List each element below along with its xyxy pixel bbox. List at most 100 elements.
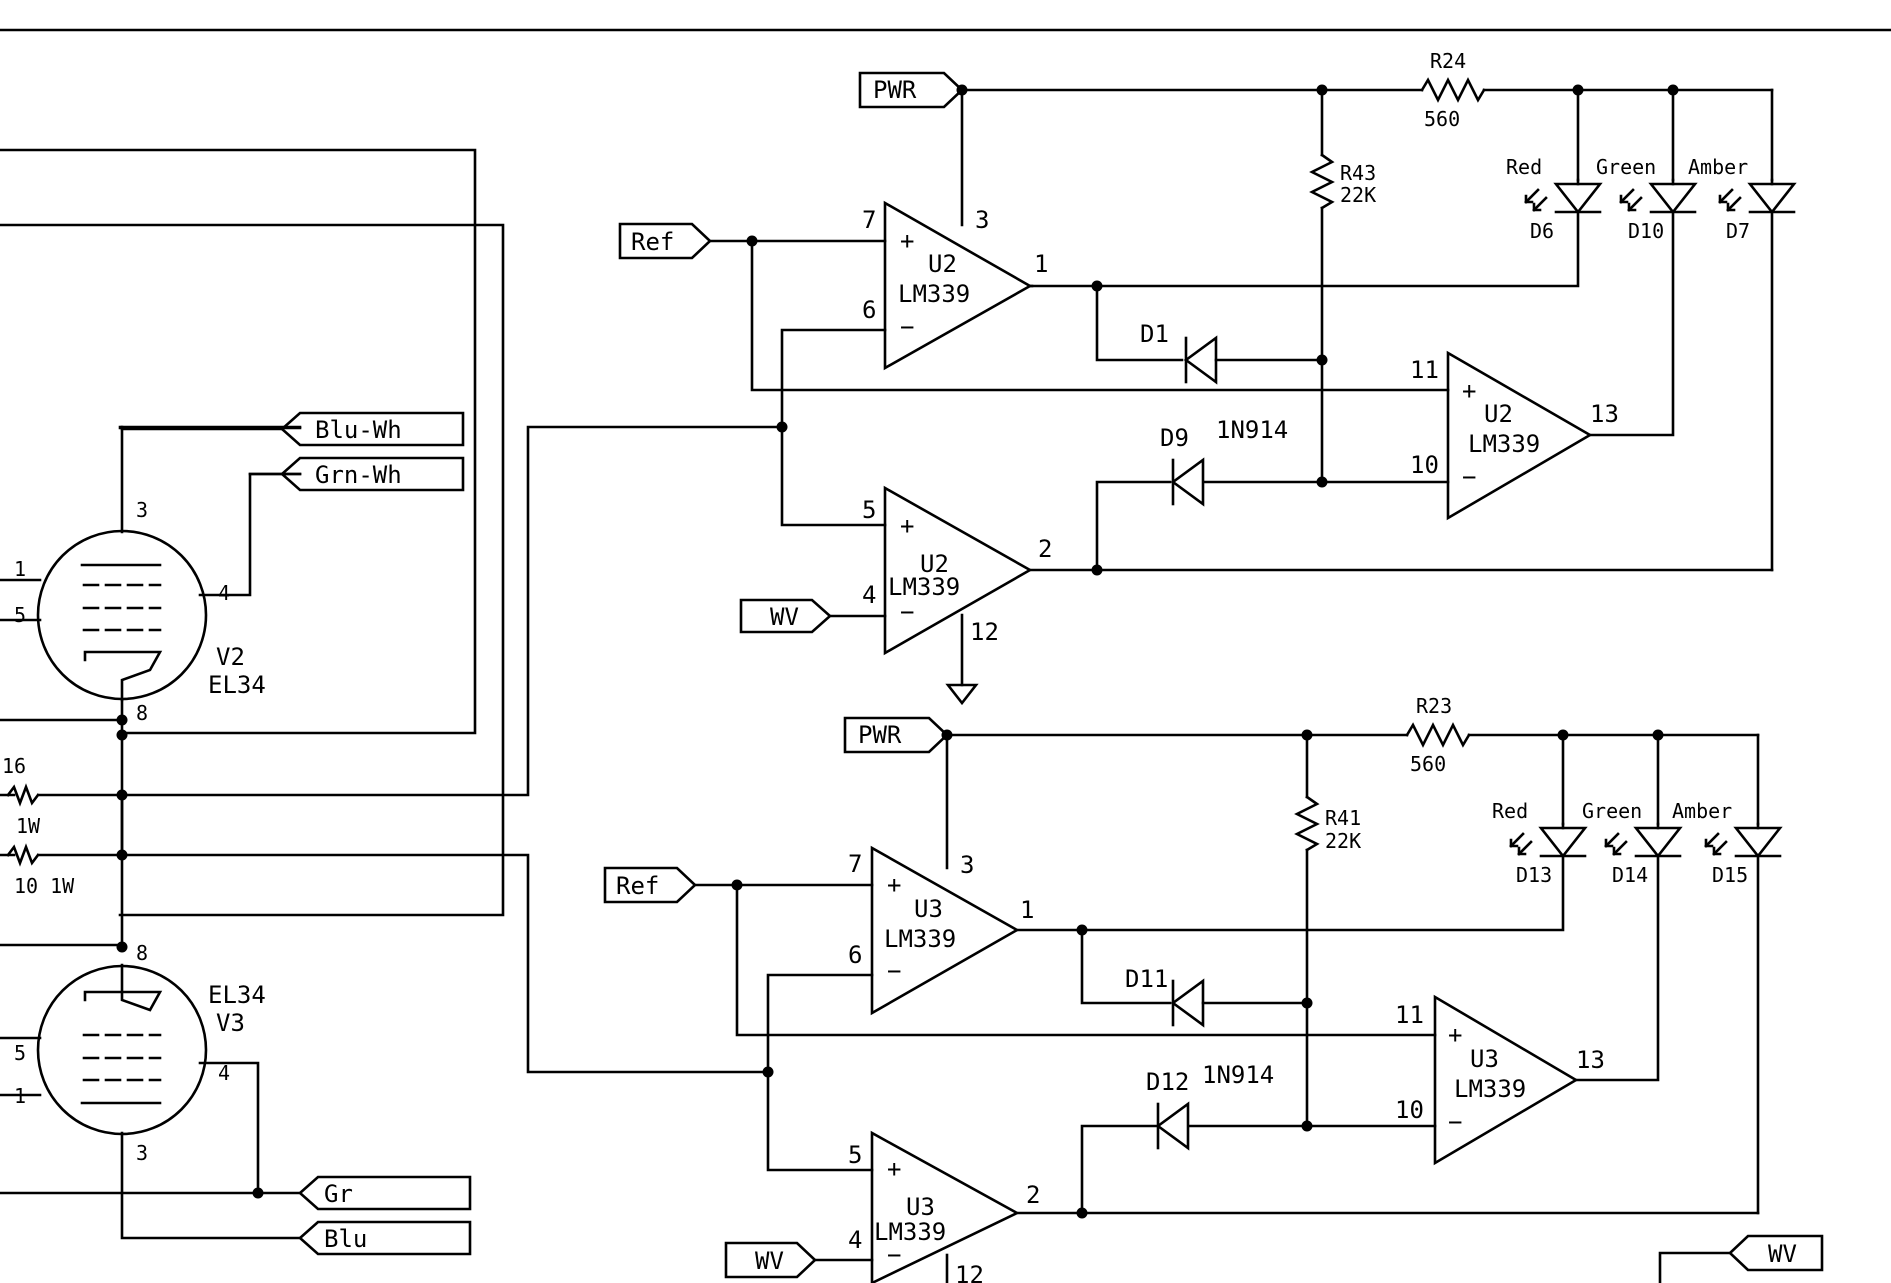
- svg-text:LM339: LM339: [874, 1218, 946, 1246]
- resistor-r24-ref: R24: [1430, 49, 1466, 73]
- diode-d1: D1: [1140, 320, 1218, 385]
- svg-text:Red: Red: [1506, 155, 1542, 179]
- svg-text:1: 1: [1020, 896, 1034, 924]
- svg-text:5: 5: [848, 1141, 862, 1169]
- tube-v3-ref: V3: [216, 1009, 245, 1037]
- svg-text:1N914: 1N914: [1216, 416, 1288, 444]
- svg-text:U3: U3: [906, 1193, 935, 1221]
- svg-text:Grn-Wh: Grn-Wh: [315, 461, 402, 489]
- svg-text:10: 10: [1410, 451, 1439, 479]
- svg-text:Gr: Gr: [324, 1180, 353, 1208]
- tube-v3-pin-4: 4: [218, 1061, 230, 1085]
- connector-wv-bottom: WV: [724, 1241, 817, 1279]
- svg-text:LM339: LM339: [884, 925, 956, 953]
- svg-text:PWR: PWR: [873, 76, 917, 104]
- svg-text:D10: D10: [1628, 219, 1664, 243]
- svg-text:+: +: [900, 227, 914, 255]
- svg-text:Green: Green: [1582, 799, 1642, 823]
- diode-d11: D11: [1125, 965, 1205, 1028]
- comparator-u3c: + − U3 LM339 5 4 2 12: [848, 1130, 1040, 1283]
- led-d13: Red D13: [1492, 799, 1587, 887]
- svg-text:2: 2: [1026, 1181, 1040, 1209]
- svg-text:Blu: Blu: [324, 1225, 367, 1253]
- connector-blu-wh: Blu-Wh: [120, 411, 465, 447]
- svg-text:D11: D11: [1125, 965, 1168, 993]
- svg-text:6: 6: [848, 941, 862, 969]
- svg-text:WV: WV: [770, 603, 799, 631]
- connector-grn-wh: Grn-Wh: [280, 456, 465, 492]
- tube-v2-pin-1: 1: [14, 557, 26, 581]
- svg-text:D14: D14: [1612, 863, 1648, 887]
- connector-pwr-top: PWR: [858, 71, 964, 109]
- svg-text:Ref: Ref: [631, 228, 674, 256]
- svg-text:−: −: [900, 598, 914, 626]
- resistor-r23-value: 560: [1410, 752, 1446, 776]
- svg-text:6: 6: [862, 296, 876, 324]
- tube-section: [0, 148, 784, 1240]
- svg-text:11: 11: [1410, 356, 1439, 384]
- svg-text:−: −: [1448, 1108, 1462, 1136]
- svg-text:13: 13: [1576, 1046, 1605, 1074]
- svg-text:Red: Red: [1492, 799, 1528, 823]
- svg-text:WV: WV: [755, 1247, 784, 1275]
- svg-text:12: 12: [955, 1261, 984, 1283]
- comparator-u3a: + − U3 LM339 7 6 3 1: [848, 845, 1034, 1016]
- diode-d12: D12 1N914: [1146, 1061, 1274, 1151]
- svg-text:LM339: LM339: [1454, 1075, 1526, 1103]
- svg-text:11: 11: [1395, 1001, 1424, 1029]
- tube-v3-type: EL34: [208, 981, 266, 1009]
- svg-text:PWR: PWR: [858, 721, 902, 749]
- svg-text:−: −: [1462, 463, 1476, 491]
- led-d6: Red D6: [1506, 155, 1602, 243]
- svg-text:U3: U3: [914, 895, 943, 923]
- svg-text:U2: U2: [928, 250, 957, 278]
- tube-v3-pin-5: 5: [14, 1041, 26, 1065]
- svg-text:3: 3: [975, 206, 989, 234]
- connector-ref-bottom: Ref: [603, 866, 697, 904]
- svg-text:LM339: LM339: [898, 280, 970, 308]
- svg-text:+: +: [1462, 377, 1476, 405]
- svg-text:U2: U2: [920, 550, 949, 578]
- connector-gr: Gr: [298, 1175, 472, 1211]
- svg-text:13: 13: [1590, 400, 1619, 428]
- tube-v3-pin-1: 1: [14, 1084, 26, 1108]
- resistor-left-upper-ref: 16: [2, 754, 26, 778]
- tube-v3-pin-8: 8: [136, 941, 148, 965]
- tube-v2-ref: V2: [216, 643, 245, 671]
- comparator-u2c: + − U2 LM339 5 4 2 12: [862, 485, 1052, 656]
- svg-text:+: +: [900, 512, 914, 540]
- svg-text:7: 7: [862, 206, 876, 234]
- svg-text:Amber: Amber: [1688, 155, 1748, 179]
- resistor-r24-value: 560: [1424, 107, 1460, 131]
- svg-text:+: +: [887, 1155, 901, 1183]
- svg-text:10: 10: [1395, 1096, 1424, 1124]
- svg-text:Ref: Ref: [616, 872, 659, 900]
- tube-v2-pin-4: 4: [218, 581, 230, 605]
- connector-wv-top: WV: [739, 598, 832, 634]
- tube-v2-pin-8: 8: [136, 701, 148, 725]
- svg-text:1N914: 1N914: [1202, 1061, 1274, 1089]
- tube-v2-pin-5: 5: [14, 603, 26, 627]
- svg-text:3: 3: [960, 851, 974, 879]
- comparator-u3b: + − U3 LM339 11 10 13: [1395, 994, 1605, 1166]
- svg-text:D15: D15: [1712, 863, 1748, 887]
- comparator-u2b: + − U2 LM339 11 10 13: [1410, 350, 1619, 521]
- svg-text:U2: U2: [1484, 400, 1513, 428]
- led-d10: Green D10: [1596, 155, 1697, 243]
- svg-text:2: 2: [1038, 535, 1052, 563]
- svg-text:D13: D13: [1516, 863, 1552, 887]
- comparator-u2a: + − U2 LM339 7 6 3 1: [862, 200, 1048, 371]
- tube-v2-pin-plate: 3: [136, 498, 148, 522]
- connector-pwr-bottom: PWR: [843, 716, 949, 754]
- svg-text:−: −: [887, 957, 901, 985]
- svg-text:12: 12: [970, 618, 999, 646]
- svg-text:1: 1: [1034, 250, 1048, 278]
- svg-text:+: +: [887, 871, 901, 899]
- svg-text:+: +: [1448, 1021, 1462, 1049]
- tube-v2-type: EL34: [208, 671, 266, 699]
- resistor-r41-value: 22K: [1325, 829, 1361, 853]
- resistor-r41-ref: R41: [1325, 806, 1361, 830]
- connector-wv-right: WV: [1728, 1234, 1824, 1272]
- svg-text:4: 4: [848, 1226, 862, 1254]
